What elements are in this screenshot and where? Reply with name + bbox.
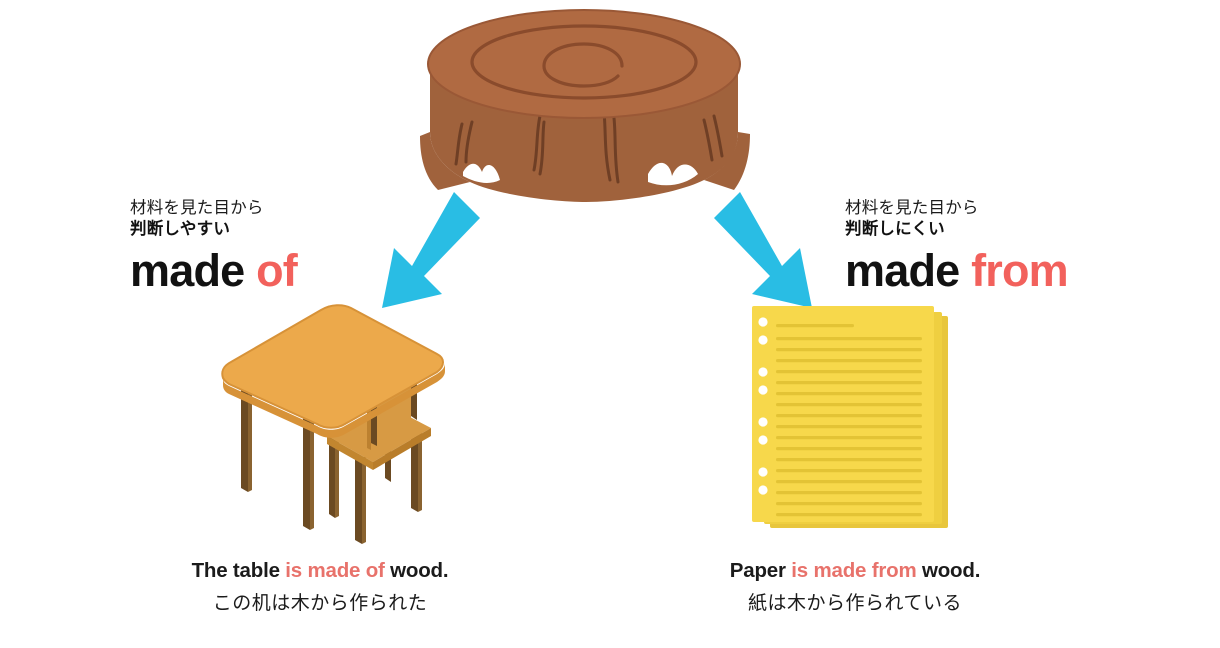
tree-stump-illustration [408, 9, 750, 202]
left-caption: The table is made of wood. この机は木から作られた [110, 558, 530, 616]
left-caption-en-pre: The table [191, 559, 286, 582]
left-caption-en: The table is made of wood. [110, 558, 530, 585]
right-phrase: made from [845, 245, 1069, 297]
left-annotation-line1: 材料を見た目から [130, 199, 264, 217]
right-caption-en-highlight: is made from [791, 559, 917, 582]
right-caption-en: Paper is made from wood. [645, 558, 1065, 585]
right-phrase-word1: made [845, 245, 960, 297]
desk-and-chair-illustration [221, 304, 445, 544]
paper-stack-illustration [752, 306, 948, 528]
arrow-down-right-icon [714, 192, 812, 308]
right-annotation-line1: 材料を見た目から [845, 199, 979, 217]
right-phrase-word2: from [971, 245, 1069, 297]
left-annotation-block: 材料を見た目から 判断しやすい made of [130, 198, 298, 297]
punch-holes [758, 317, 768, 495]
right-caption-jp: 紙は木から作られている [748, 592, 962, 614]
left-annotation-line2: 判断しやすい [130, 219, 231, 238]
table-top [221, 304, 445, 438]
right-caption: Paper is made from wood. 紙は木から作られている [645, 558, 1065, 616]
left-caption-en-highlight: is made of [285, 559, 385, 582]
ruled-lines [776, 324, 922, 517]
right-caption-en-pre: Paper [729, 559, 792, 582]
left-phrase: made of [130, 245, 298, 297]
right-annotation-block: 材料を見た目から 判断しにくい made from [845, 198, 1069, 297]
right-caption-en-post: wood. [916, 559, 981, 582]
left-caption-en-post: wood. [384, 559, 449, 582]
right-annotation-line2: 判断しにくい [845, 219, 945, 238]
left-caption-jp: この机は木から作られた [212, 592, 428, 614]
arrow-down-left-icon [382, 192, 480, 308]
left-phrase-word2: of [256, 245, 298, 297]
left-phrase-word1: made [130, 245, 245, 297]
